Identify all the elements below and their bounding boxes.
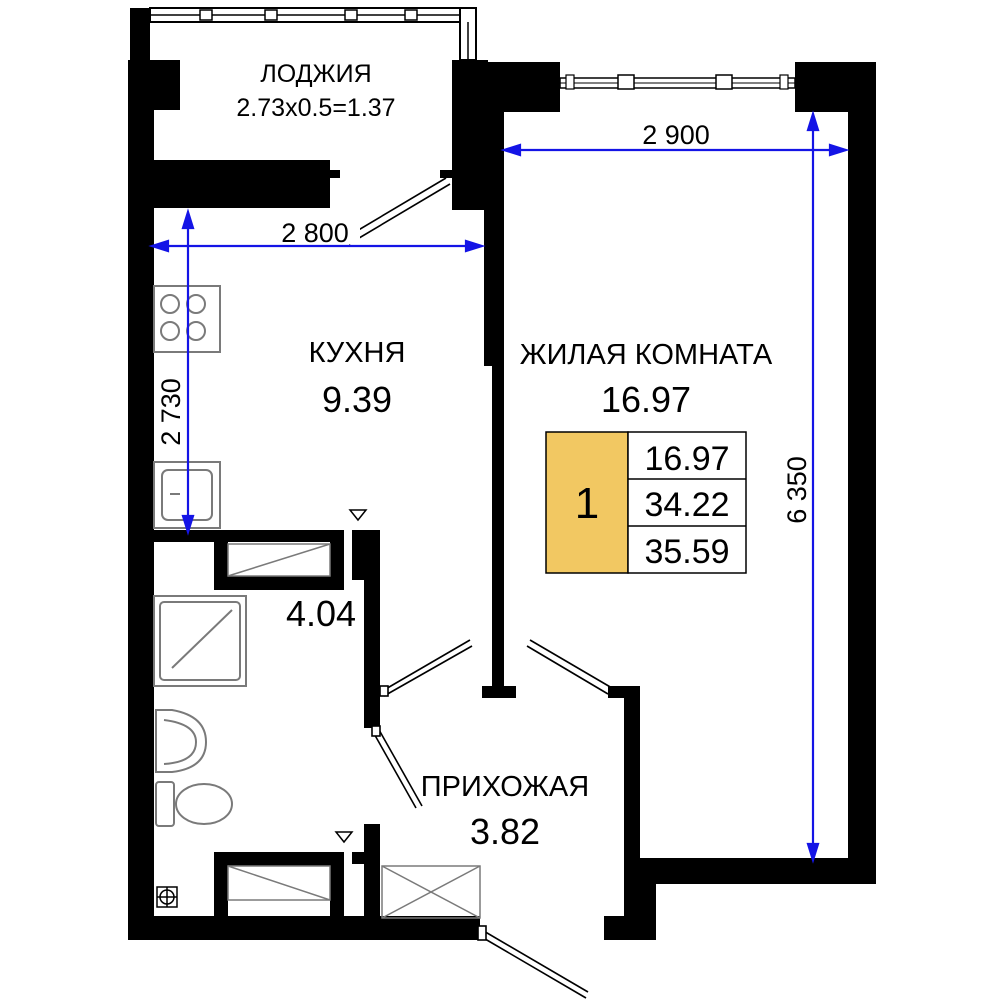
bathroom-niche xyxy=(227,865,331,901)
kitchen-niche xyxy=(227,543,331,577)
storage-box xyxy=(381,865,481,919)
area-summary-table: 1 16.97 34.22 35.59 xyxy=(545,431,747,574)
hallway-area: 3.82 xyxy=(470,811,540,852)
kitchen-area: 9.39 xyxy=(322,379,392,420)
floor-drain-icon xyxy=(156,886,178,908)
living-width-dimension: 2 900 xyxy=(642,120,710,150)
washbasin-icon xyxy=(155,709,208,773)
summary-total-area: 34.22 xyxy=(644,486,729,524)
loggia-label: ЛОДЖИЯ xyxy=(260,60,371,88)
kitchen-depth-dimension: 2 730 xyxy=(156,378,186,446)
shower-icon xyxy=(153,595,247,687)
living-room-area: 16.97 xyxy=(601,379,691,420)
living-room-label: ЖИЛАЯ КОМНАТА xyxy=(520,339,773,371)
living-depth-dimension: 6 350 xyxy=(782,456,812,524)
walls xyxy=(128,60,876,940)
toilet-icon xyxy=(155,781,233,827)
loggia-railing xyxy=(130,7,477,61)
living-window xyxy=(559,74,796,90)
kitchen-label: КУХНЯ xyxy=(309,337,406,369)
dimension-lines xyxy=(148,110,850,864)
doors xyxy=(344,177,613,999)
hallway-label: ПРИХОЖАЯ xyxy=(421,771,589,803)
loggia-area-formula: 2.73x0.5=1.37 xyxy=(236,94,395,122)
dim-label-bg xyxy=(270,222,360,244)
summary-total-with-loggia: 35.59 xyxy=(644,533,729,571)
loggia-width-dimension: 2 800 xyxy=(281,218,349,248)
summary-living-area: 16.97 xyxy=(644,440,729,478)
room-count-badge xyxy=(545,431,629,574)
bathroom-area: 4.04 xyxy=(286,593,356,634)
vent-marker-icon xyxy=(334,509,368,844)
room-count: 1 xyxy=(575,479,599,528)
